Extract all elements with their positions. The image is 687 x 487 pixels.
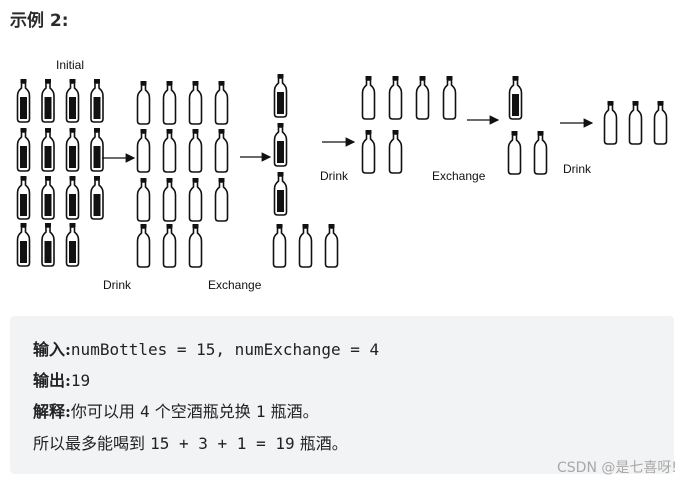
label-drink-3: Drink xyxy=(563,162,592,176)
empty-bottle-icon xyxy=(136,224,151,268)
full-bottle-icon xyxy=(273,172,288,216)
full-bottle-icon xyxy=(65,79,80,123)
empty-bottle-icon xyxy=(136,178,151,222)
full-bottle-icon xyxy=(41,176,55,220)
empty-bottle-icon xyxy=(603,101,618,145)
empty-bottle-icon xyxy=(533,131,548,175)
explanation-text-3: 瓶酒。 xyxy=(270,402,319,421)
full-bottle-icon xyxy=(16,128,31,172)
full-bottle-icon xyxy=(508,76,523,120)
full-bottle-icon xyxy=(16,223,31,267)
label-drink-2: Drink xyxy=(320,169,349,183)
empty-bottle-icon xyxy=(162,129,177,173)
empty-bottle-icon xyxy=(214,81,229,125)
sum-expression: 15 + 3 + 1 = 19 xyxy=(150,434,295,453)
full-bottle-icon xyxy=(16,176,31,220)
explanation-line: 解释:你可以用 4 个空酒瓶兑换 1 瓶酒。 xyxy=(33,398,319,422)
explanation-text-2: 个空酒瓶兑换 xyxy=(154,402,251,421)
full-bottle-icon xyxy=(273,123,288,167)
empty-bottle-icon xyxy=(188,129,203,173)
label-initial: Initial xyxy=(56,58,84,72)
full-bottle-icon xyxy=(41,79,55,123)
example-box: 输入:numBottles = 15, numExchange = 4 输出:1… xyxy=(10,316,674,474)
example-heading: 示例 2: xyxy=(10,11,69,31)
output-label: 输出: xyxy=(33,371,71,390)
output-value: 19 xyxy=(70,371,91,390)
sum-text-1: 所以最多能喝到 xyxy=(33,434,146,453)
empty-bottle-icon xyxy=(136,129,151,173)
full-bottle-icon xyxy=(41,128,55,172)
explanation-label: 解释: xyxy=(33,402,71,421)
empty-bottle-icon xyxy=(162,224,177,268)
empty-bottle-icon xyxy=(361,76,376,120)
full-bottle-icon xyxy=(16,79,31,123)
full-bottle-icon xyxy=(90,176,104,220)
sum-line: 所以最多能喝到 15 + 3 + 1 = 19 瓶酒。 xyxy=(33,430,348,454)
empty-bottle-icon xyxy=(272,224,287,268)
empty-bottle-icon xyxy=(324,224,339,268)
label-exchange-1: Exchange xyxy=(208,278,262,292)
empty-bottle-icon xyxy=(653,101,668,145)
empty-bottle-icon xyxy=(162,81,177,125)
full-bottle-icon xyxy=(65,223,80,267)
empty-bottle-icon xyxy=(298,224,313,268)
empty-bottle-icon xyxy=(388,76,403,120)
empty-bottle-icon xyxy=(415,76,430,120)
input-line: 输入:numBottles = 15, numExchange = 4 xyxy=(33,336,379,360)
input-label: 输入: xyxy=(33,340,71,359)
empty-bottle-icon xyxy=(628,101,643,145)
empty-bottle-icon xyxy=(214,129,229,173)
label-exchange-2: Exchange xyxy=(432,169,486,183)
full-bottle-icon xyxy=(90,128,104,172)
empty-bottle-icon xyxy=(507,131,522,175)
empty-bottle-icon xyxy=(188,224,203,268)
explanation-full-count: 1 xyxy=(255,402,266,421)
empty-bottle-icon xyxy=(361,130,376,174)
explanation-exchange-count: 4 xyxy=(140,402,150,421)
output-line: 输出:19 xyxy=(33,367,90,391)
full-bottle-icon xyxy=(273,74,288,118)
input-value: numBottles = 15, numExchange = 4 xyxy=(70,340,380,359)
full-bottle-icon xyxy=(65,176,80,220)
empty-bottle-icon xyxy=(162,178,177,222)
empty-bottle-icon xyxy=(388,130,403,174)
explanation-text-1: 你可以用 xyxy=(70,402,135,421)
empty-bottle-icon xyxy=(188,178,203,222)
empty-bottle-icon xyxy=(442,76,457,120)
empty-bottle-icon xyxy=(214,178,229,222)
label-drink-1: Drink xyxy=(103,278,132,292)
watermark: CSDN @是七喜呀! xyxy=(557,460,677,476)
empty-bottle-icon xyxy=(136,81,151,125)
empty-bottle-icon xyxy=(188,81,203,125)
full-bottle-icon xyxy=(90,79,104,123)
full-bottle-icon xyxy=(65,128,80,172)
sum-text-2: 瓶酒。 xyxy=(299,434,348,453)
full-bottle-icon xyxy=(41,223,55,267)
bottle-exchange-diagram: Initial Drink Exchange Drink Exchange Dr… xyxy=(16,58,668,292)
